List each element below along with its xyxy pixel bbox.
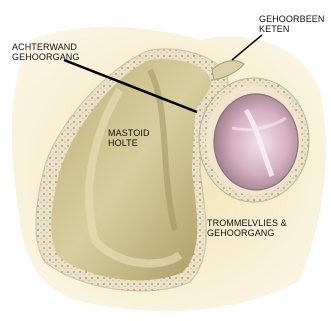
label-posterior-wall-line1: ACHTERWAND (12, 42, 80, 52)
label-eardrum-canal-line2: GEHOORGANG (207, 228, 287, 238)
label-posterior-wall: ACHTERWAND GEHOORGANG (12, 42, 80, 62)
label-ossicular-chain-line2: KETEN (259, 24, 325, 34)
label-mastoid-cavity: MASTOID HOLTE (108, 128, 150, 148)
label-ossicular-chain: GEHOORBEEN KETEN (259, 14, 325, 34)
label-ossicular-chain-line1: GEHOORBEEN (259, 14, 325, 24)
label-posterior-wall-line2: GEHOORGANG (12, 52, 80, 62)
label-eardrum-canal-line1: TROMMELVLIES & (207, 218, 287, 228)
label-mastoid-cavity-line2: HOLTE (108, 138, 150, 148)
label-eardrum-canal: TROMMELVLIES & GEHOORGANG (207, 218, 287, 238)
eardrum (214, 94, 298, 190)
label-mastoid-cavity-line1: MASTOID (108, 128, 150, 138)
